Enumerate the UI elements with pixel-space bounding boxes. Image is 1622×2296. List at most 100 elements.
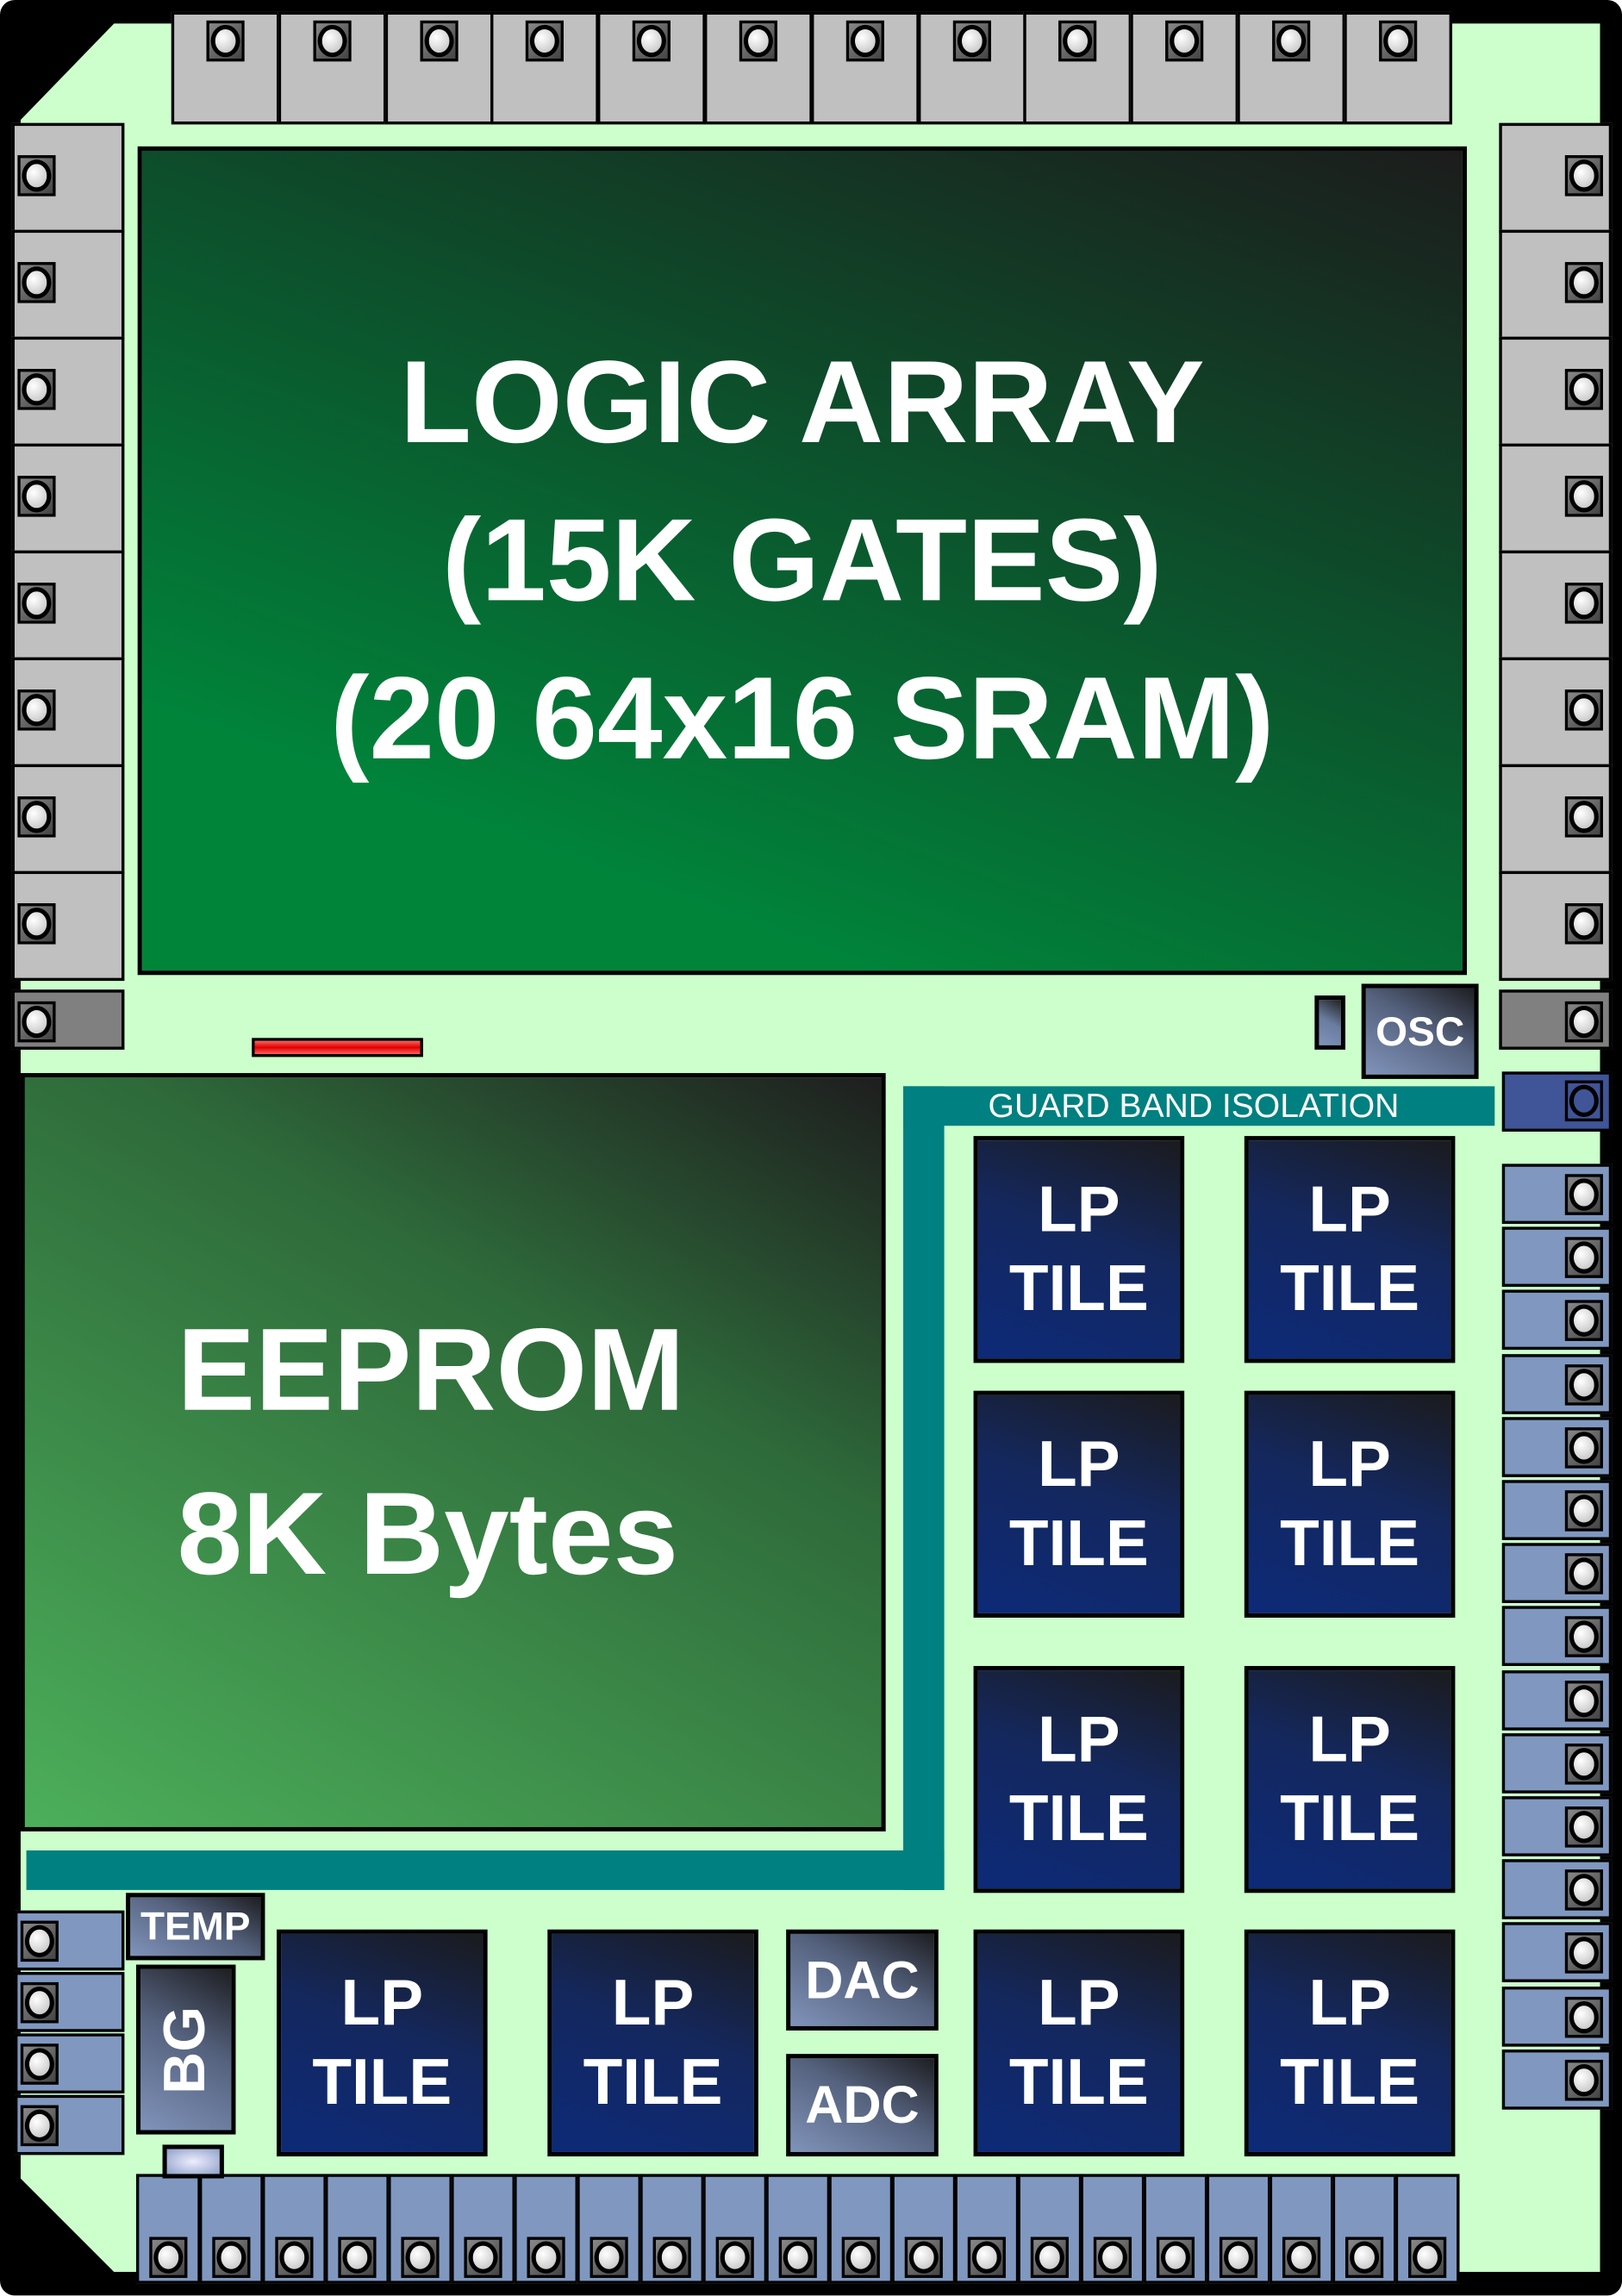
- bond-pad: [11, 989, 125, 1050]
- small-component: [1314, 995, 1346, 1050]
- bond-hole-icon: [206, 20, 245, 62]
- bond-hole-icon: [17, 796, 56, 838]
- guard-band-label: GUARD BAND ISOLATION: [988, 1086, 1400, 1125]
- bond-pad: [11, 657, 125, 768]
- lp-tile-line2: TILE: [312, 2045, 452, 2118]
- red-indicator-bar: [252, 1038, 423, 1058]
- bond-pad: [1501, 1922, 1613, 1983]
- guard-band-bottom: [26, 1850, 945, 1890]
- bond-pad: [199, 2174, 264, 2284]
- dac-block: DAC: [786, 1929, 939, 2031]
- lp-tile-line1: LP: [1038, 1173, 1120, 1245]
- bond-hole-icon: [1030, 2237, 1069, 2279]
- bond-hole-icon: [1564, 689, 1603, 731]
- bond-pad: [278, 11, 387, 125]
- eeprom-title: EEPROM: [177, 1304, 685, 1435]
- lp-tile-line1: LP: [611, 1967, 695, 2039]
- bond-hole-icon: [527, 2237, 565, 2279]
- bond-pad: [262, 2174, 327, 2284]
- lp-tile-line1: LP: [1308, 1967, 1391, 2039]
- bond-pad: [1332, 2174, 1397, 2284]
- bond-hole-icon: [1564, 903, 1603, 945]
- bond-pad: [1499, 657, 1613, 768]
- bond-pad: [135, 2174, 201, 2284]
- bond-hole-icon: [1564, 1237, 1603, 1279]
- bond-hole-icon: [1345, 2237, 1384, 2279]
- bond-pad: [702, 2174, 768, 2284]
- bond-hole-icon: [1564, 1426, 1603, 1469]
- bond-pad: [11, 229, 125, 340]
- bond-hole-icon: [1564, 1743, 1603, 1785]
- logic-array-sram: (20 64x16 SRAM): [330, 652, 1275, 783]
- bond-hole-icon: [1564, 1001, 1603, 1043]
- bond-pad: [1499, 764, 1613, 875]
- bond-hole-icon: [904, 2237, 943, 2279]
- bond-pad: [388, 2174, 452, 2284]
- bond-pad: [891, 2174, 957, 2284]
- bond-hole-icon: [17, 583, 56, 624]
- bond-pad: [1499, 443, 1613, 554]
- lp-tile-line2: TILE: [1280, 2045, 1420, 2118]
- bond-pad: [1501, 1071, 1613, 1132]
- bond-pad: [1501, 1543, 1613, 1604]
- bond-hole-icon: [1058, 20, 1097, 62]
- bond-pad: [14, 1972, 125, 2032]
- bond-pad: [1501, 1796, 1613, 1856]
- bond-hole-icon: [1282, 2237, 1321, 2279]
- bg-label: BG: [153, 2006, 218, 2093]
- bond-hole-icon: [419, 20, 458, 62]
- bond-hole-icon: [1564, 583, 1603, 624]
- bond-hole-icon: [1564, 1996, 1603, 2037]
- bond-pad: [11, 764, 125, 875]
- bond-pad: [1080, 2174, 1145, 2284]
- osc-block: OSC: [1361, 983, 1479, 1079]
- bond-pad: [14, 2094, 125, 2156]
- bond-pad: [1499, 870, 1613, 982]
- bond-pad: [828, 2174, 894, 2284]
- lp-tile-line1: LP: [1308, 1173, 1391, 1245]
- lp-tile-line1: LP: [1308, 1427, 1391, 1501]
- bond-pad: [1501, 1416, 1613, 1477]
- bond-hole-icon: [1564, 1932, 1603, 1975]
- bond-pad: [1501, 1226, 1613, 1288]
- bond-pad: [1501, 1164, 1613, 1225]
- bond-hole-icon: [1408, 2237, 1447, 2279]
- bond-pad: [1501, 1669, 1613, 1731]
- bond-hole-icon: [1156, 2237, 1195, 2279]
- bond-pad: [1143, 2174, 1208, 2284]
- bond-pad: [451, 2174, 515, 2284]
- bond-pad: [490, 11, 600, 125]
- bond-pad: [1017, 2174, 1082, 2284]
- bond-hole-icon: [1165, 20, 1204, 62]
- bond-pad: [1501, 1480, 1613, 1540]
- bond-pad: [597, 11, 707, 125]
- bond-hole-icon: [20, 2043, 59, 2085]
- logic-array-gates: (15K GATES): [442, 495, 1163, 626]
- lp-tile-line1: LP: [1038, 1967, 1120, 2039]
- bond-hole-icon: [1093, 2237, 1132, 2279]
- bond-pad: [1499, 122, 1613, 234]
- adc-block: ADC: [786, 2054, 939, 2157]
- bond-pad: [11, 336, 125, 447]
- bond-pad: [1501, 1859, 1613, 1920]
- bond-hole-icon: [845, 20, 884, 62]
- lp-tile-line2: TILE: [1008, 1782, 1149, 1855]
- bond-hole-icon: [401, 2237, 440, 2279]
- logic-array-title: LOGIC ARRAY: [399, 336, 1205, 467]
- bond-pad: [577, 2174, 641, 2284]
- bond-hole-icon: [739, 20, 777, 62]
- lp-tile-line2: TILE: [1280, 1252, 1420, 1325]
- eeprom-size: 8K Bytes: [177, 1468, 679, 1599]
- bond-hole-icon: [1564, 476, 1603, 517]
- bond-hole-icon: [1564, 1869, 1603, 1911]
- lp-tile-line1: LP: [1038, 1427, 1120, 1501]
- bond-pad: [1499, 229, 1613, 340]
- bond-hole-icon: [1564, 1301, 1603, 1342]
- lp-tile-line1: LP: [1038, 1703, 1120, 1775]
- bond-pad: [1501, 2049, 1613, 2110]
